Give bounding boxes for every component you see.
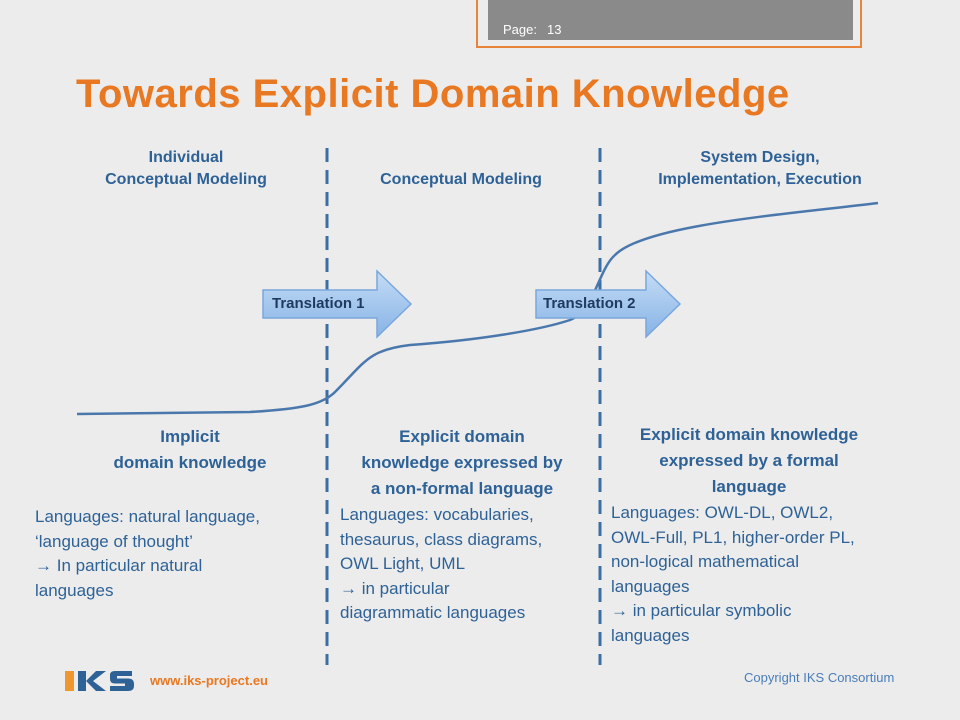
languages-system: Languages: OWL-DL, OWL2, OWL-Full, PL1, … (611, 503, 855, 645)
website-link[interactable]: www.iks-project.eu (150, 673, 268, 688)
column-heading-individual: Individual Conceptual Modeling (105, 149, 267, 188)
iks-logo (65, 671, 134, 691)
page-label: Page: (503, 22, 537, 37)
translation-2-label: Translation 2 (543, 295, 636, 312)
slide-title: Towards Explicit Domain Knowledge (76, 72, 790, 116)
translation-arrow-1 (262, 269, 413, 339)
page-number-box: Page: 13 (476, 0, 862, 48)
languages-individual: Languages: natural language, ‘language o… (35, 507, 260, 600)
knowledge-non-formal: Explicit domain knowledge expressed by a… (361, 427, 563, 498)
knowledge-formal: Explicit domain knowledge expressed by a… (639, 425, 859, 496)
page-number-panel: Page: 13 (488, 0, 853, 40)
page-number: 13 (547, 22, 562, 37)
translation-arrow-2 (535, 269, 682, 339)
copyright: Copyright IKS Consortium (744, 670, 895, 685)
column-heading-conceptual: Conceptual Modeling (380, 171, 542, 188)
knowledge-implicit: Implicit domain knowledge (113, 427, 267, 472)
languages-conceptual: Languages: vocabularies, thesaurus, clas… (340, 505, 543, 622)
column-heading-system: System Design, Implementation, Execution (658, 149, 862, 188)
knowledge-curve (76, 201, 879, 416)
translation-1-label: Translation 1 (272, 295, 365, 312)
